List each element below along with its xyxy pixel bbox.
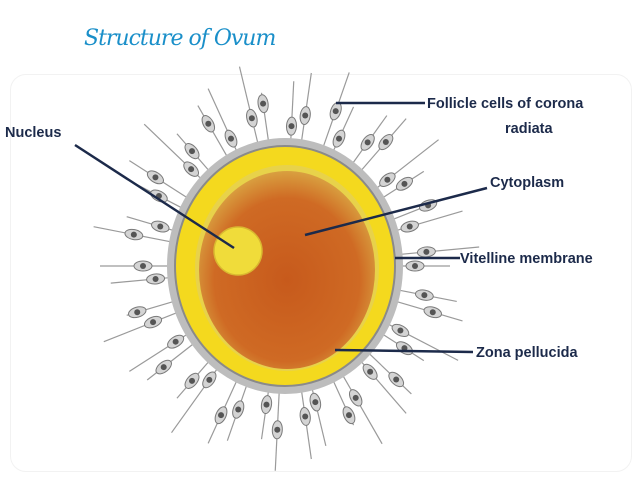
corona-cell-nucleus bbox=[134, 309, 141, 316]
corona-cell-nucleus bbox=[218, 412, 225, 419]
corona-cell-nucleus bbox=[336, 135, 343, 142]
corona-cell-nucleus bbox=[423, 248, 430, 255]
zona-pointer bbox=[334, 348, 474, 354]
corona-radiata-cells bbox=[93, 66, 480, 471]
corona-cell-nucleus bbox=[312, 399, 319, 406]
follicle-label-line1: Follicle cells of corona bbox=[427, 96, 584, 112]
zona-label: Zona pellucida bbox=[476, 345, 578, 361]
nucleus-pointer bbox=[74, 143, 235, 250]
follicle-label-line2: radiata bbox=[505, 121, 553, 137]
corona-cell-nucleus bbox=[189, 377, 196, 384]
nucleus-label: Nucleus bbox=[5, 125, 61, 141]
cytoplasm-pointer bbox=[304, 186, 488, 237]
cytoplasm bbox=[199, 171, 375, 369]
corona-cell-nucleus bbox=[364, 139, 371, 146]
corona-cell-process bbox=[238, 66, 259, 145]
diagram-frame bbox=[10, 74, 632, 472]
corona-cell-nucleus bbox=[206, 376, 213, 383]
corona-cell-process bbox=[103, 311, 179, 343]
diagram-title: Structure of Ovum bbox=[84, 26, 276, 51]
corona-cell-nucleus bbox=[367, 368, 374, 375]
corona-cell-process bbox=[399, 246, 480, 256]
corona-cell-nucleus bbox=[384, 176, 391, 183]
vitelline-label: Vitelline membrane bbox=[460, 251, 593, 267]
corona-cell-nucleus bbox=[188, 166, 195, 173]
corona-cell-nucleus bbox=[288, 123, 295, 130]
corona-cell-nucleus bbox=[412, 263, 418, 269]
corona-cell-nucleus bbox=[235, 406, 242, 413]
corona-cell-nucleus bbox=[248, 115, 255, 122]
corona-cell-nucleus bbox=[421, 292, 428, 299]
corona-cell-nucleus bbox=[345, 412, 352, 419]
corona-cell-nucleus bbox=[429, 309, 436, 316]
corona-cell-nucleus bbox=[157, 223, 164, 230]
corona-cell-nucleus bbox=[397, 327, 404, 334]
corona-cell-nucleus bbox=[150, 319, 157, 326]
corona-cell-nucleus bbox=[393, 376, 400, 383]
corona-cell-nucleus bbox=[406, 223, 413, 230]
pointer-lines bbox=[74, 101, 488, 354]
corona-cell-nucleus bbox=[263, 401, 270, 408]
cytoplasm-label: Cytoplasm bbox=[490, 175, 564, 191]
corona-cell-nucleus bbox=[352, 394, 359, 401]
corona-cell-process bbox=[341, 374, 383, 445]
corona-cell-nucleus bbox=[130, 231, 137, 238]
corona-cell-nucleus bbox=[140, 263, 146, 269]
corona-cell-nucleus bbox=[205, 120, 212, 127]
corona-cell-nucleus bbox=[227, 135, 234, 142]
corona-cell-nucleus bbox=[260, 100, 267, 107]
corona-cell-nucleus bbox=[332, 108, 339, 115]
nucleus bbox=[213, 226, 263, 276]
corona-cell-nucleus bbox=[172, 338, 179, 345]
corona-cell-nucleus bbox=[274, 426, 281, 433]
corona-cell-nucleus bbox=[152, 275, 159, 282]
corona-cell-nucleus bbox=[401, 345, 408, 352]
corona-cell-nucleus bbox=[382, 139, 389, 146]
corona-cell-nucleus bbox=[401, 180, 408, 187]
corona-cell-nucleus bbox=[160, 364, 167, 371]
corona-cell-nucleus bbox=[152, 174, 159, 181]
corona-cell-nucleus bbox=[302, 112, 309, 119]
corona-cell-nucleus bbox=[302, 413, 309, 420]
corona-cell-nucleus bbox=[189, 148, 196, 155]
